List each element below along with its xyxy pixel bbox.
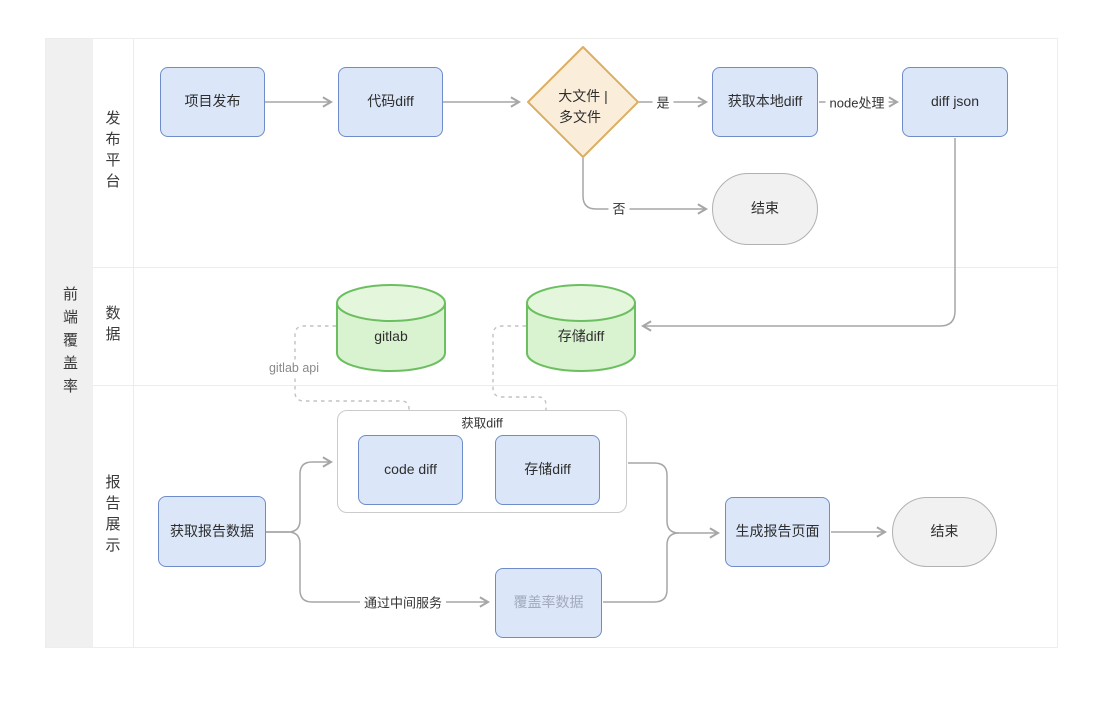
lane-label-release-platform: 发布平台 [103, 110, 121, 194]
edge-label-via-middle-service: 通过中间服务 [359, 591, 447, 613]
node-coverage-data[interactable]: 覆盖率数据 [495, 568, 602, 638]
swimlane-outer-label: 前端覆盖率 [61, 285, 78, 401]
node-project-release[interactable]: 项目发布 [160, 67, 265, 137]
node-generate-report[interactable]: 生成报告页面 [725, 497, 830, 567]
node-diff-json[interactable]: diff json [902, 67, 1008, 137]
edge-label-yes: 是 [652, 91, 674, 113]
node-code-diff[interactable]: 代码diff [338, 67, 443, 137]
lane-label-divider [133, 39, 134, 647]
node-get-local-diff[interactable]: 获取本地diff [712, 67, 818, 137]
edge-label-node-process: node处理 [825, 91, 889, 113]
edge-label-no: 否 [608, 197, 630, 219]
node-end-top[interactable]: 结束 [712, 173, 818, 245]
lane-label-data: 数据 [103, 305, 121, 347]
node-store-diff-inner[interactable]: 存储diff [495, 435, 600, 505]
edge-label-gitlab-api: gitlab api [264, 360, 324, 376]
lane-divider-2 [93, 385, 1057, 386]
lane-label-report-display: 报告展示 [103, 474, 121, 558]
node-end-bottom[interactable]: 结束 [892, 497, 997, 567]
group-get-diff-label: 获取diff [457, 411, 507, 433]
swimlane-outer-band: 前端覆盖率 [46, 39, 93, 647]
lane-divider-1 [93, 267, 1057, 268]
node-get-report-data[interactable]: 获取报告数据 [158, 496, 266, 567]
node-code-diff-inner[interactable]: code diff [358, 435, 463, 505]
